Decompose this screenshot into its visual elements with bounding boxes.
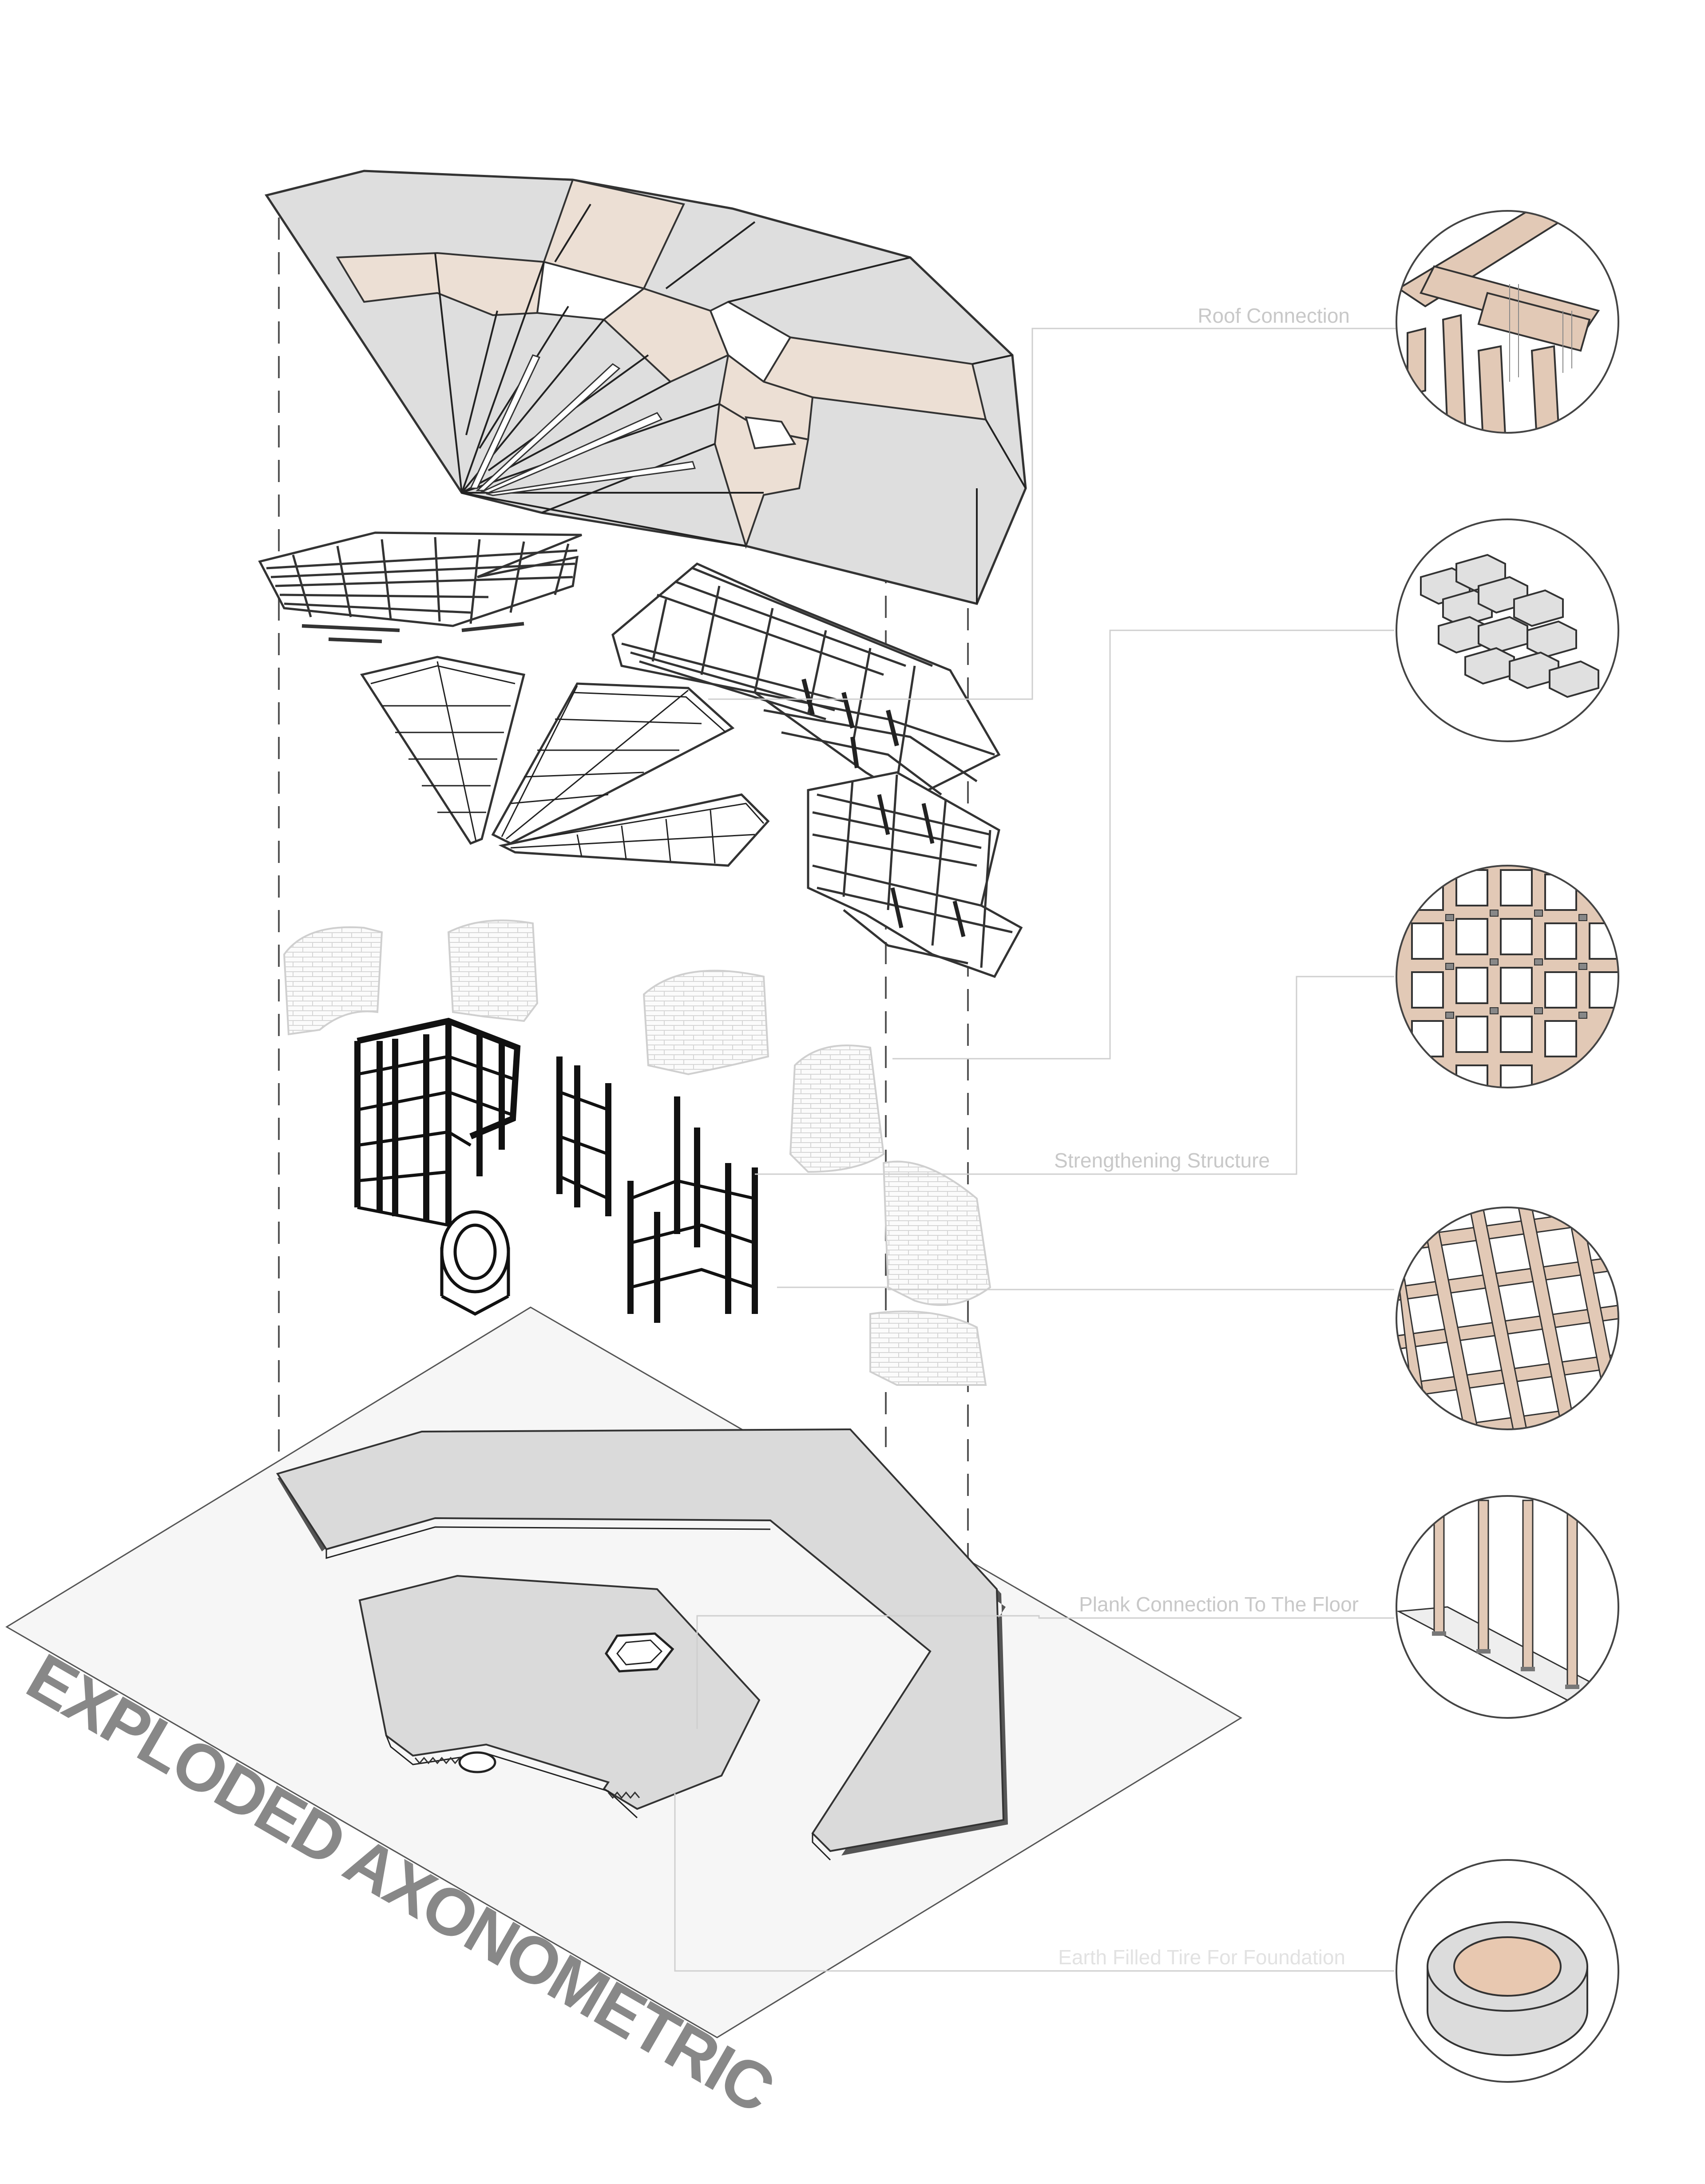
circular-opening xyxy=(458,1751,496,1773)
brick-walls xyxy=(283,919,991,1386)
timber-frame-right xyxy=(807,771,1023,978)
rebar-cage-oval xyxy=(440,1210,510,1316)
hexagonal-opening xyxy=(604,1632,674,1673)
timber-lattice-detail-icon xyxy=(1396,865,1619,1088)
fan-beam-middle xyxy=(491,682,735,845)
roof-connection-detail-icon xyxy=(1396,210,1619,434)
callout-plank-connection: Plank Connection To The Floor xyxy=(1079,1593,1359,1616)
timber-grid-detail-icon xyxy=(1396,1207,1619,1430)
leader-lines xyxy=(674,328,1399,1972)
callout-earth-filled-tire: Earth Filled Tire For Foundation xyxy=(1058,1946,1345,1969)
rebar-cage-small xyxy=(556,1056,611,1216)
callout-roof-connection: Roof Connection xyxy=(1197,304,1350,327)
callout-strengthening-structure: Strengthening Structure xyxy=(1054,1149,1270,1172)
roof-shell xyxy=(264,170,1027,605)
rebar-cage-tall xyxy=(627,1096,758,1323)
outer-floor-slab xyxy=(276,1428,1008,1861)
roof-truss-right xyxy=(611,562,1001,800)
rebar-cage-left xyxy=(354,1017,521,1227)
fan-beam-lower xyxy=(498,793,770,867)
roof-truss-left xyxy=(258,531,582,643)
earth-tire-foundation-icon xyxy=(1396,1859,1619,2083)
plank-floor-connection-icon xyxy=(1396,1495,1619,1719)
inner-floor-slab xyxy=(358,1575,761,1819)
fan-beam-left xyxy=(360,656,526,845)
block-wall-detail-icon xyxy=(1396,518,1619,742)
